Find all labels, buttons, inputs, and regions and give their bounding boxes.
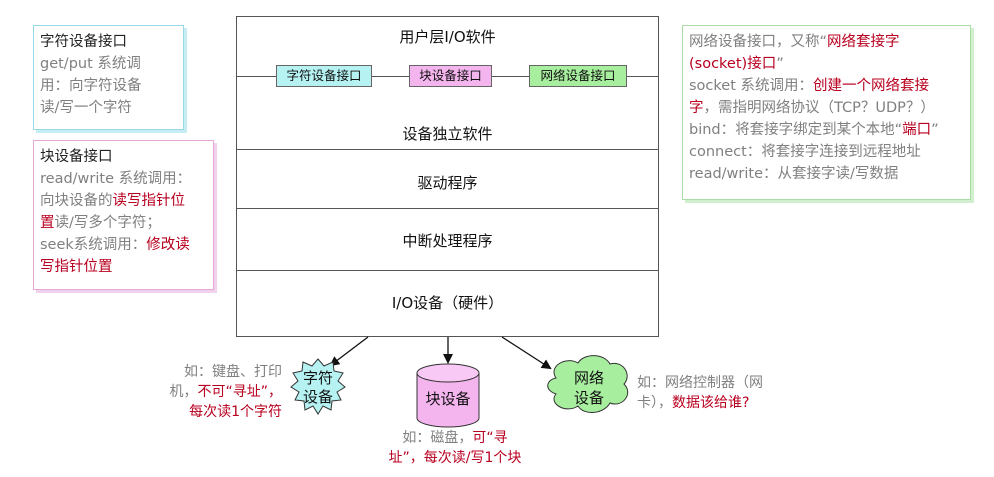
block-device-label: 块设备	[425, 390, 470, 408]
block-interface-box: 块设备接口	[409, 65, 492, 87]
block-device-caption: 如：磁盘，可“寻 址”，每次读/写1个块	[388, 430, 522, 466]
layer-divider	[237, 270, 658, 271]
char-note-line: 读/写一个字符	[40, 100, 132, 116]
net-note-line: socket 系统调用：创建一个网络套接	[689, 78, 929, 94]
block-note-line: read/write 系统调用：	[40, 171, 192, 187]
user-layer-label: 用户层I/O软件	[399, 28, 496, 46]
io-layer-stack: 用户层I/O软件 字符设备接口 块设备接口 网络设备接口 设备独立软件 驱动程序…	[236, 16, 659, 337]
device-independent-label: 设备独立软件	[402, 125, 493, 143]
char-interface-box: 字符设备接口	[276, 65, 372, 87]
layer-divider	[237, 149, 658, 150]
block-note-line: seek系统调用：修改读	[40, 237, 190, 253]
char-device-shape	[290, 358, 346, 415]
block-note-line: 置读/写多个字符；	[40, 215, 161, 231]
net-note-line: (socket)接口”	[689, 56, 784, 72]
layer-divider	[237, 208, 658, 209]
net-device-label: 网络	[574, 369, 604, 387]
char-note-title: 字符设备接口	[40, 34, 127, 50]
char-note-line: 用：向字符设备	[40, 78, 142, 94]
arrow-to-net-device	[501, 336, 552, 370]
net-device-label: 设备	[574, 389, 604, 407]
net-note-line: bind：将套接字绑定到某个本地“端口”	[689, 122, 939, 138]
block-interface-note: 块设备接口 read/write 系统调用： 向块设备的读写指针位 置读/写多个…	[33, 140, 214, 290]
char-device-label: 字符	[303, 369, 333, 387]
block-note-line: 向块设备的读写指针位	[40, 193, 185, 209]
net-note-line: connect：将套接字连接到远程地址	[689, 144, 921, 160]
arrow-to-char-device	[329, 336, 369, 367]
hardware-label: I/O设备（硬件）	[391, 294, 504, 312]
net-interface-box: 网络设备接口	[529, 65, 627, 87]
net-device-shape	[547, 355, 629, 413]
block-note-title: 块设备接口	[40, 149, 113, 165]
net-interface-note: 网络设备接口，又称“网络套接字 (socket)接口” socket 系统调用：…	[682, 25, 971, 200]
char-note-line: get/put 系统调	[40, 56, 141, 72]
block-note-line: 写指针位置	[40, 259, 113, 275]
char-device-label: 设备	[303, 388, 333, 406]
block-device-shape	[416, 363, 480, 428]
char-interface-note: 字符设备接口 get/put 系统调 用：向字符设备 读/写一个字符	[33, 25, 184, 130]
net-note-line: 字，需指明网络协议（TCP？UDP？）	[689, 100, 935, 116]
driver-label: 驱动程序	[417, 174, 478, 192]
char-device-caption: 如：键盘、打印 机，不可“寻址”， 每次读1个字符	[169, 364, 282, 420]
net-device-caption: 如：网络控制器（网 卡），数据该给谁?	[637, 375, 763, 411]
net-note-line: read/write：从套接字读/写数据	[689, 166, 899, 182]
interrupt-label: 中断处理程序	[402, 232, 493, 250]
net-note-line: 网络设备接口，又称“网络套接字	[689, 34, 900, 50]
